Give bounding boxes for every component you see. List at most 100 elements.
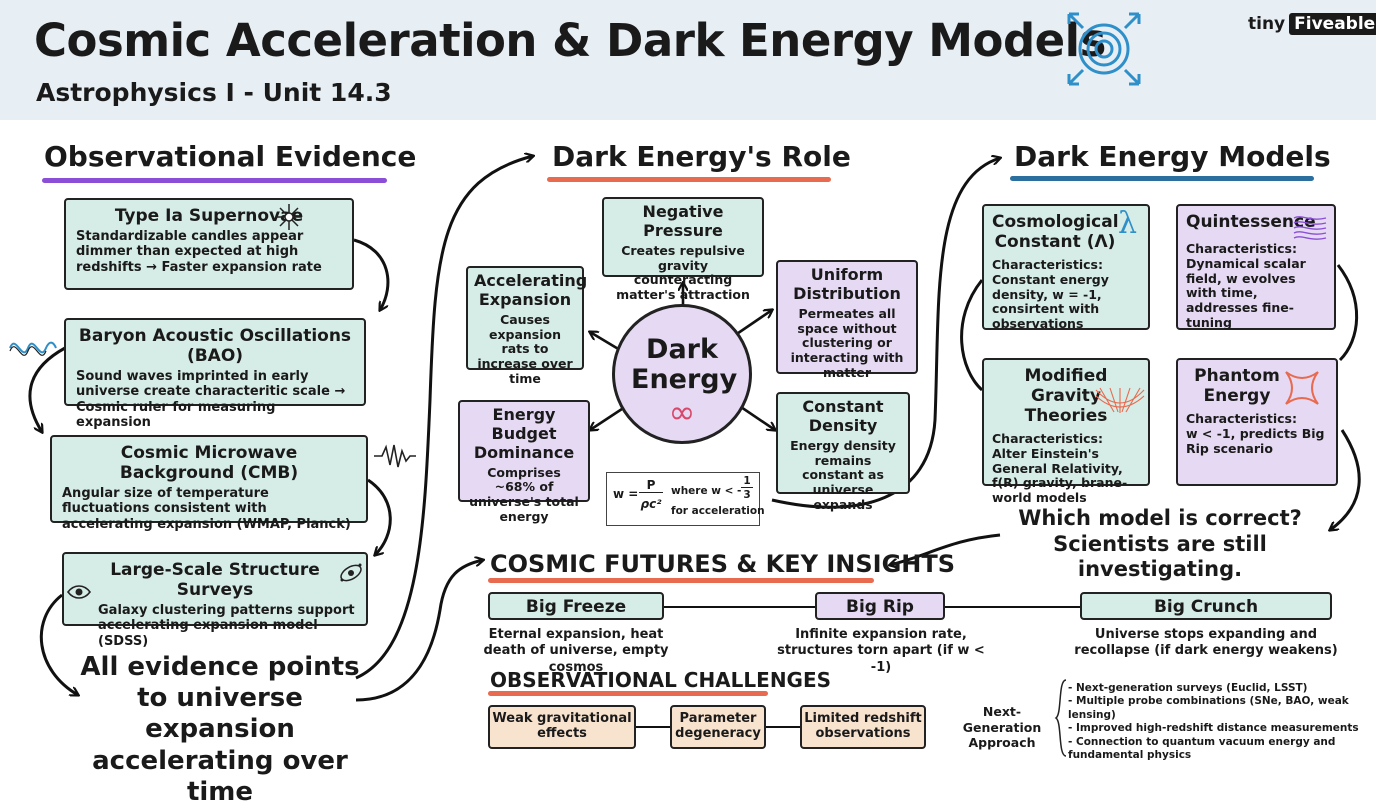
- lambda-icon: λ: [1118, 206, 1138, 241]
- galaxy-icon: [340, 563, 362, 582]
- starburst-icon: [276, 204, 302, 230]
- model-card-cosmological-constant: Cosmological Constant (Λ) Characteristic…: [982, 204, 1150, 332]
- next-gen-list: - Next-generation surveys (Euclid, LSST)…: [1068, 682, 1368, 763]
- evidence-card-desc: Angular size of temperature fluctuations…: [62, 486, 351, 532]
- next-gen-item: - Next-generation surveys (Euclid, LSST): [1068, 682, 1308, 694]
- eye-icon: [66, 585, 92, 599]
- evidence-card-desc: Sound waves imprinted in early universe …: [76, 369, 346, 431]
- role-node-title: Accelerating Expansion: [474, 271, 588, 309]
- model-card-title: Cosmological Constant (Λ): [992, 212, 1119, 253]
- formula-denominator: ρc²: [640, 497, 662, 511]
- evidence-card-title: Type Ia Supernovae: [114, 206, 304, 226]
- future-desc: Infinite expansion rate, structures torn…: [777, 627, 985, 675]
- challenge-weak-gravitational: Weak gravitational effects: [488, 705, 636, 749]
- challenge-label: Weak gravitational effects: [492, 711, 632, 742]
- evidence-underline: [42, 178, 387, 183]
- header-band: [0, 0, 1376, 120]
- formula-fraction-denominator: 3: [743, 489, 751, 501]
- center-label: Dark Energy: [631, 334, 738, 395]
- formula-condition: where w < -: [671, 485, 742, 497]
- rip-star-icon: [1285, 371, 1319, 405]
- future-desc: Eternal expansion, heat death of univers…: [483, 627, 669, 675]
- futures-section-title: COSMIC FUTURES & KEY INSIGHTS: [490, 550, 956, 578]
- model-card-title: Modified Gravity Theories: [1024, 366, 1108, 427]
- expanding-target-icon: [1067, 12, 1141, 86]
- model-card-modified-gravity: Modified Gravity Theories Characteristic…: [982, 358, 1150, 505]
- equation-of-state-box: w = P ρc² where w < - 1 3 for accelerati…: [606, 472, 765, 526]
- model-card-heading: Characteristics:: [1186, 241, 1297, 257]
- evidence-section-title: Observational Evidence: [44, 140, 417, 173]
- next-gen-item: - Improved high-redshift distance measur…: [1068, 722, 1359, 735]
- role-node-title: Uniform Distribution: [793, 265, 901, 303]
- evidence-card-supernovae: Type Ia Supernovae Standardizable candle…: [64, 198, 354, 290]
- role-node-desc: Causes expansion rats to increase over t…: [477, 311, 573, 386]
- model-card-desc: Dynamical scalar field, w evolves with t…: [1186, 255, 1306, 330]
- future-desc: Universe stops expanding and recollapse …: [1074, 627, 1338, 659]
- challenges-section-title: OBSERVATIONAL CHALLENGES: [490, 668, 832, 692]
- future-title: Big Crunch: [1153, 597, 1259, 617]
- evidence-card-bao: Baryon Acoustic Oscillations (BAO) Sound…: [64, 318, 366, 430]
- future-big-crunch: Big Crunch: [1080, 592, 1332, 620]
- page-title: Cosmic Acceleration & Dark Energy Models: [34, 14, 1106, 67]
- evidence-card-desc: Galaxy clustering patterns support accel…: [98, 603, 355, 649]
- evidence-card-title: Cosmic Microwave Background (CMB): [119, 443, 299, 484]
- warped-grid-icon: [1095, 387, 1145, 413]
- role-node-accelerating-expansion: Accelerating Expansion Causes expansion …: [466, 266, 588, 386]
- dark-energy-center: Dark Energy ∞: [612, 304, 752, 444]
- role-node-uniform-distribution: Uniform Distribution Permeates all space…: [776, 260, 918, 380]
- formula-lhs: w =: [613, 487, 639, 501]
- formula-numerator: P: [639, 478, 663, 493]
- model-card-title: Phantom Energy: [1194, 366, 1280, 407]
- role-node-constant-density: Constant Density Energy density remains …: [776, 392, 910, 512]
- field-lines-icon: [1293, 216, 1327, 240]
- challenge-limited-redshift: Limited redshift observations: [800, 705, 926, 749]
- page-subtitle: Astrophysics I - Unit 14.3: [36, 78, 392, 107]
- role-node-energy-budget: Energy Budget Dominance Comprises ~68% o…: [458, 400, 590, 524]
- models-question: Which model is correct? Scientists are s…: [1018, 506, 1302, 582]
- role-node-desc: Creates repulsive gravity counteracting …: [616, 242, 750, 302]
- model-card-heading: Characteristics:: [992, 257, 1103, 273]
- model-card-heading: Characteristics:: [1186, 411, 1297, 427]
- evidence-card-cmb: Cosmic Microwave Background (CMB) Angula…: [50, 435, 368, 532]
- evidence-card-desc: Standardizable candles appear dimmer tha…: [76, 229, 322, 275]
- model-card-title: Quintessence: [1186, 212, 1316, 232]
- models-section-title: Dark Energy Models: [1014, 140, 1331, 173]
- next-gen-label: Next-Generation Approach: [962, 704, 1042, 751]
- challenge-parameter-degeneracy: Parameter degeneracy: [670, 705, 766, 749]
- challenge-label: Parameter degeneracy: [675, 711, 761, 742]
- formula-note: for acceleration: [671, 505, 765, 517]
- role-node-title: Negative Pressure: [642, 202, 724, 240]
- future-big-freeze: Big Freeze: [488, 592, 664, 620]
- wave-icon: [9, 341, 57, 356]
- model-card-desc: w < -1, predicts Big Rip scenario: [1186, 425, 1325, 456]
- evidence-conclusion: All evidence points to universe expansio…: [80, 652, 360, 807]
- model-card-desc: Constant energy density, w = -1, consirt…: [992, 271, 1109, 332]
- challenge-label: Limited redshift observations: [804, 711, 922, 742]
- role-node-title: Constant Density: [802, 397, 884, 435]
- next-gen-item: - Connection to quantum vacuum energy an…: [1068, 735, 1336, 762]
- future-title: Big Freeze: [525, 597, 627, 617]
- formula-fraction-numerator: 1: [741, 475, 753, 488]
- evidence-card-title: Baryon Acoustic Oscillations (BAO): [78, 326, 352, 367]
- curly-brace: [1054, 679, 1067, 757]
- role-section-title: Dark Energy's Role: [552, 140, 851, 173]
- future-big-rip: Big Rip: [815, 592, 945, 620]
- role-node-desc: Energy density remains constant as unive…: [790, 437, 896, 512]
- next-gen-item: - Multiple probe combinations (SNe, BAO,…: [1068, 695, 1349, 721]
- infinity-icon: ∞: [668, 393, 696, 432]
- model-card-heading: Characteristics:: [992, 431, 1103, 447]
- role-node-title: Energy Budget Dominance: [473, 405, 575, 462]
- role-node-desc: Comprises ~68% of universe's total energ…: [469, 464, 579, 524]
- challenges-underline: [488, 691, 768, 696]
- model-card-quintessence: Quintessence Characteristics: Dynamical …: [1176, 204, 1336, 330]
- signal-icon: [374, 444, 416, 468]
- future-title: Big Rip: [846, 597, 914, 617]
- evidence-card-title: Large-Scale Structure Surveys: [110, 560, 320, 601]
- role-node-desc: Permeates all space without clustering o…: [790, 305, 904, 380]
- role-node-negative-pressure: Negative Pressure Creates repulsive grav…: [602, 197, 764, 302]
- evidence-card-lss: Large-Scale Structure Surveys Galaxy clu…: [62, 552, 368, 649]
- model-card-phantom-energy: Phantom Energy Characteristics: w < -1, …: [1176, 358, 1338, 486]
- futures-underline: [488, 578, 874, 583]
- models-underline: [1010, 176, 1314, 181]
